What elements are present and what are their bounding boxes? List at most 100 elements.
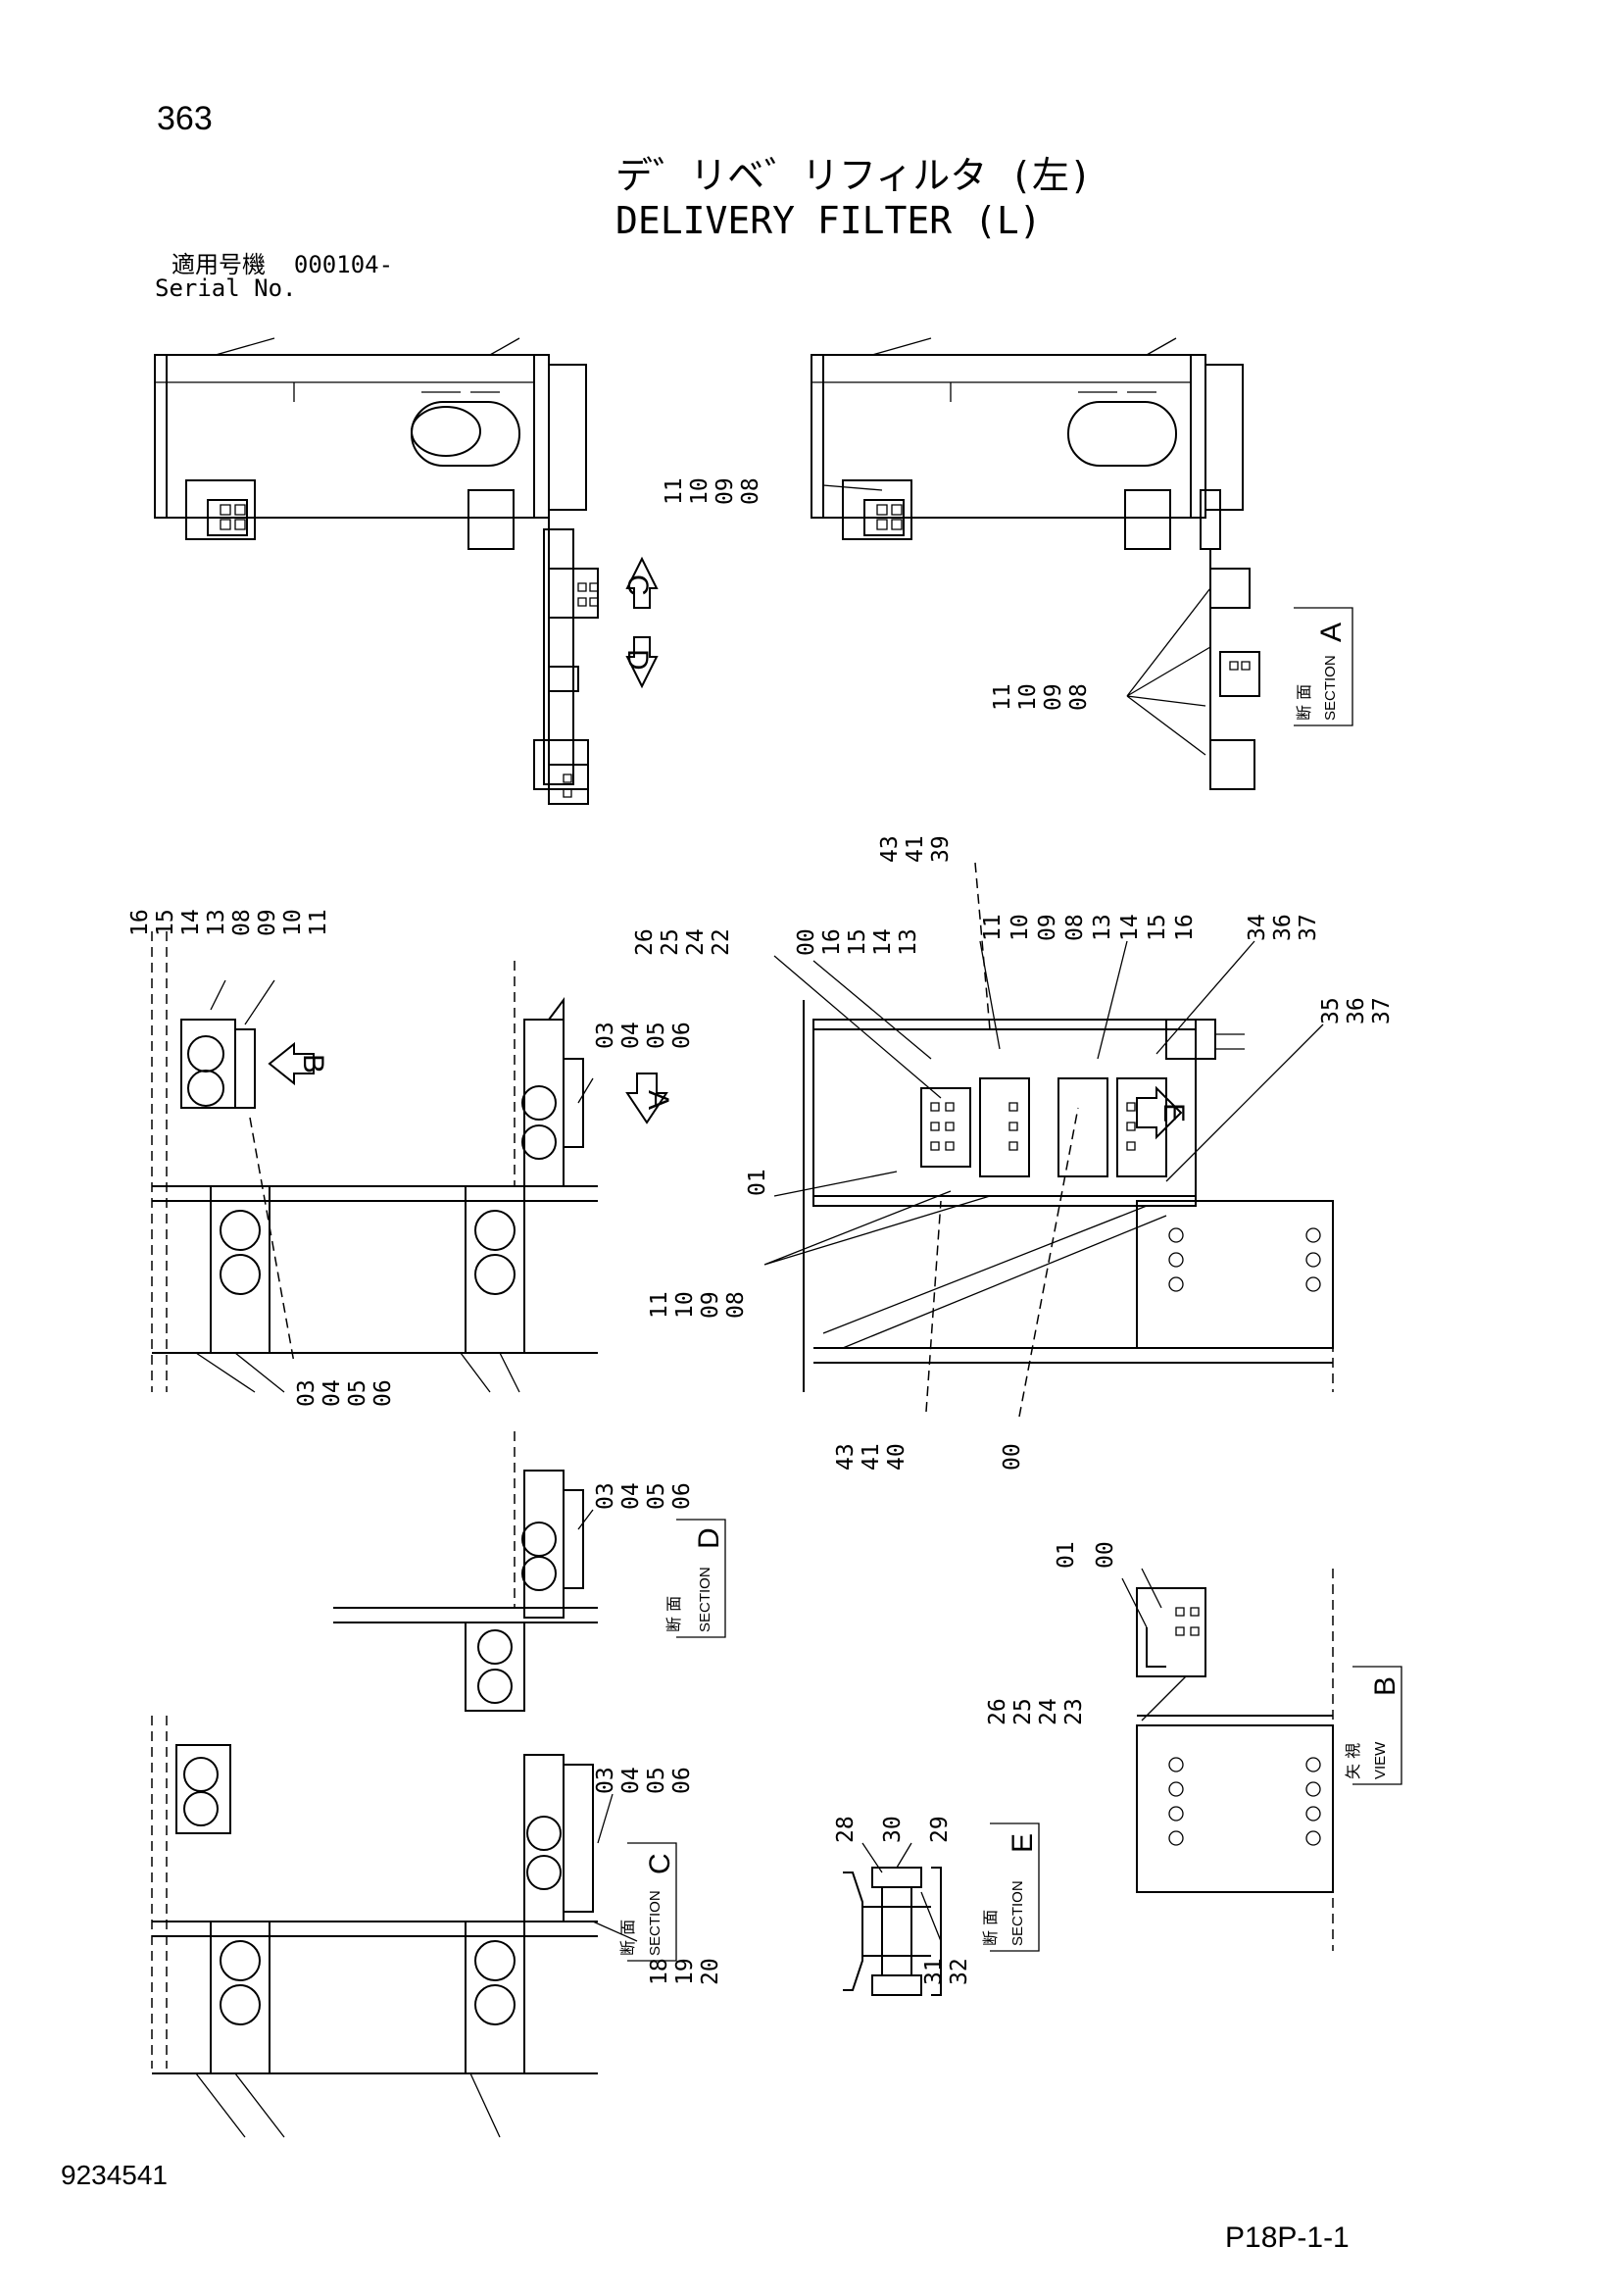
callout-number: 18 (647, 1958, 672, 1985)
callout-number: 24 (683, 928, 709, 956)
callout-number: 09 (713, 477, 738, 505)
leader-lines-g22 (920, 1891, 942, 1942)
document-number: 9234541 (61, 2160, 169, 2190)
callout-number: 10 (1008, 914, 1033, 941)
callout-number: 06 (370, 1379, 396, 1407)
callout-number: 08 (738, 477, 763, 505)
callout-number: 24 (1036, 1698, 1061, 1725)
svg-text:E: E (1007, 1833, 1039, 1853)
callout-number: 01 (745, 1169, 770, 1196)
leader-lines-g8 (974, 862, 991, 1030)
callout-number: 14 (870, 928, 896, 956)
callout-number: 13 (204, 909, 229, 936)
callout-number: 11 (306, 909, 331, 936)
svg-text:断 面: 断 面 (981, 1910, 1000, 1946)
callout-number: 03 (593, 1482, 618, 1510)
leader-lines-g14 (925, 1200, 942, 1413)
callout-number: 40 (884, 1443, 909, 1471)
view-arrow-a: A (625, 1073, 674, 1124)
callout-number: 20 (698, 1958, 723, 1985)
leader-lines-g19 (597, 1793, 614, 1844)
callout-number: 05 (644, 1482, 669, 1510)
leader-lines-g18 (1141, 1675, 1187, 1722)
callout-number: 00 (1093, 1541, 1118, 1569)
callout-number: 25 (1010, 1698, 1036, 1725)
callout-number: 26 (985, 1698, 1010, 1725)
svg-text:E: E (1157, 1103, 1190, 1123)
callout-number: 29 (927, 1816, 953, 1843)
leader-lines-g21 (861, 1842, 912, 1873)
callout-number: 08 (723, 1291, 749, 1319)
callout-number: 09 (1041, 683, 1066, 711)
callout-number: 30 (880, 1816, 906, 1843)
callout-number: 16 (1172, 914, 1198, 941)
callout-number: 14 (178, 909, 204, 936)
callout-number: 34 (1245, 914, 1270, 941)
leader-lines-g10 (1155, 940, 1255, 1055)
drawing-view-top-left (154, 337, 599, 805)
callout-number: 19 (672, 1958, 698, 1985)
callout-number: 35 (1318, 997, 1344, 1024)
callout-number: 39 (928, 835, 954, 863)
callout-number: 37 (1369, 997, 1395, 1024)
leader-lines-g4 (577, 1077, 594, 1104)
leader-lines-g17 (1121, 1568, 1162, 1628)
svg-text:SECTION: SECTION (697, 1567, 713, 1632)
svg-text:SECTION: SECTION (1009, 1880, 1026, 1946)
callout-number: 11 (990, 683, 1015, 711)
drawing-view-b (1136, 1569, 1334, 1951)
title-english: DELIVERY FILTER (L) (615, 199, 1042, 242)
callout-number: 41 (859, 1443, 884, 1471)
svg-text:断 面: 断 面 (664, 1596, 683, 1632)
callout-number: 03 (593, 1767, 618, 1794)
section-label-c: 断 面 SECTION C (618, 1842, 677, 1962)
callout-number: 13 (896, 928, 921, 956)
drawing-view-section-d (333, 1431, 598, 1712)
svg-text:D: D (693, 1527, 725, 1549)
callout-number: 05 (644, 1022, 669, 1049)
callout-number: 04 (618, 1022, 644, 1049)
svg-text:D: D (621, 649, 654, 671)
callout-number: 23 (1061, 1698, 1087, 1725)
callout-number: 10 (672, 1291, 698, 1319)
svg-text:VIEW: VIEW (1372, 1741, 1389, 1779)
leader-lines-g13 (763, 1190, 991, 1266)
callout-number: 14 (1117, 914, 1143, 941)
page-number: 363 (157, 100, 213, 137)
callout-number: 04 (319, 1379, 345, 1407)
callout-number: 15 (153, 909, 178, 936)
callout-number: 36 (1270, 914, 1296, 941)
callout-number: 08 (1066, 683, 1092, 711)
serial-number: 000104- (293, 251, 394, 278)
callout-number: 09 (1035, 914, 1060, 941)
leader-lines-g11 (1165, 1023, 1324, 1182)
leader-lines-g6 (773, 955, 942, 1099)
section-label-e: 断 面 SECTION E (981, 1822, 1040, 1952)
leader-lines-g12 (773, 1171, 898, 1197)
leader-lines-g2 (1126, 587, 1211, 756)
view-arrow-c: C (621, 556, 659, 609)
callout-number: 11 (662, 477, 687, 505)
callout-number: 26 (632, 928, 658, 956)
callout-number: 06 (669, 1022, 695, 1049)
callout-number: 43 (833, 1443, 859, 1471)
title-japanese: デ゛リベ゛リフィルタ (左) (615, 154, 1092, 197)
callout-number: 09 (698, 1291, 723, 1319)
callout-number: 13 (1090, 914, 1115, 941)
callout-number: 37 (1296, 914, 1321, 941)
callout-number: 03 (294, 1379, 319, 1407)
callout-number: 11 (980, 914, 1006, 941)
leader-lines-g9 (979, 940, 1128, 1060)
svg-text:B: B (297, 1054, 329, 1073)
serial-label-en: Serial No. (155, 275, 297, 302)
callout-number: 03 (593, 1022, 618, 1049)
callout-number: 16 (127, 909, 153, 936)
callout-number: 10 (687, 477, 713, 505)
callout-number: 06 (669, 1767, 695, 1794)
serial-label-jp: 適用号機 (172, 251, 266, 278)
callout-number: 16 (819, 928, 845, 956)
svg-text:C: C (621, 574, 654, 596)
drawing-view-center (803, 1000, 1334, 1392)
callout-number: 00 (1000, 1443, 1025, 1471)
